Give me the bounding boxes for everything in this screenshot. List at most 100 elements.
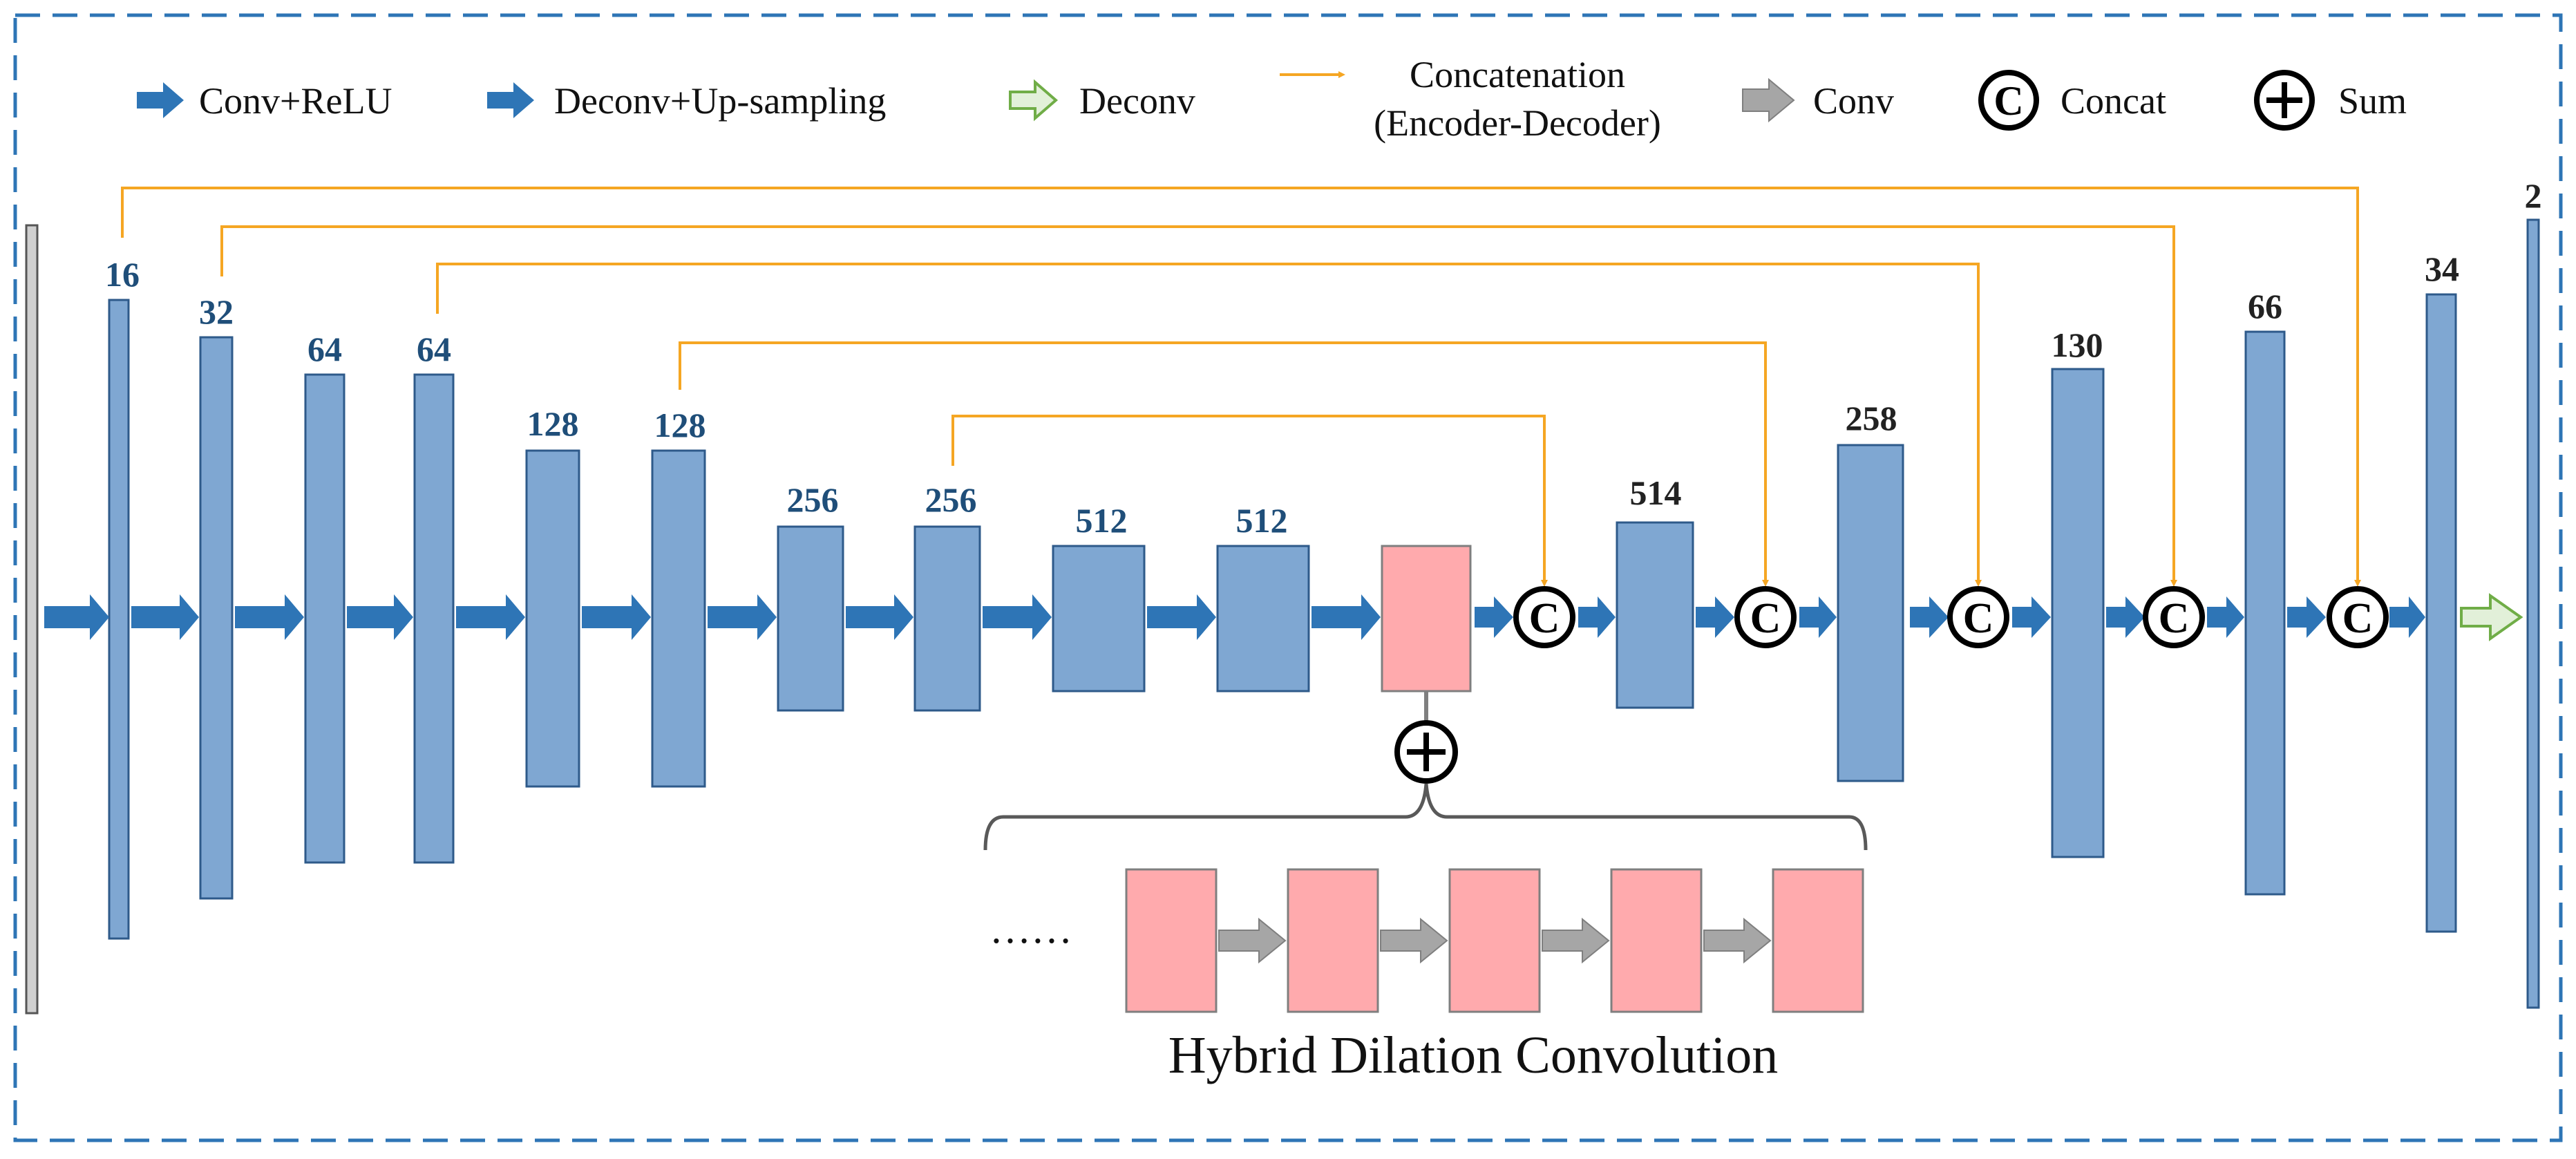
conv-relu-arrow-icon (1147, 594, 1216, 640)
bottleneck-block (1381, 545, 1472, 692)
concat-node-icon: C (1734, 586, 1797, 648)
encoder-block-128-b (651, 449, 706, 788)
deconv-upsampling-arrow-icon (1578, 596, 1616, 638)
deconv-upsampling-arrow-icon (1475, 596, 1513, 638)
legend-deconv-arrow-icon (1009, 79, 1059, 122)
hdc-conv-arrows (1218, 917, 1772, 964)
decoder-block-66 (2244, 330, 2286, 896)
concat-node-icon: C (1513, 586, 1575, 648)
layer-label-256-b: 256 (925, 480, 977, 519)
layer-label-256-a: 256 (787, 480, 839, 519)
encoder-block-512-b (1216, 545, 1310, 692)
legend-sum-icon (2254, 70, 2315, 131)
conv-gray-arrow-icon (1218, 917, 1287, 964)
deconv-upsampling-arrow-icon (2106, 596, 2145, 638)
layer-label-514: 514 (1630, 473, 1682, 512)
conv-relu-arrow-icon (131, 594, 199, 640)
deconv-upsampling-arrow-icon (1696, 596, 1734, 638)
encoder (108, 299, 1310, 940)
legend-conv-gray-arrow-icon (1742, 77, 1795, 123)
conv-gray-arrow-icon (1542, 917, 1610, 964)
skip-connection-64-130 (436, 263, 1982, 587)
encoder-block-64-b (413, 373, 455, 864)
legend-conv-label: Conv (1813, 80, 1894, 122)
conv-relu-arrow-icon (983, 594, 1052, 640)
legend: Conv+ReLU Deconv+Up-sampling Deconv Conc… (137, 54, 2407, 144)
legend-concatenation-label-line1: Concatenation (1410, 54, 1625, 95)
layer-label-128-a: 128 (527, 404, 579, 443)
skip-connection-16-34 (121, 187, 2361, 587)
encoder-block-256-a (777, 525, 844, 712)
concat-node-symbol: C (2342, 595, 2374, 642)
layer-label-34: 34 (2425, 249, 2459, 288)
decoder-block-130 (2051, 368, 2105, 858)
conv-relu-arrow-icon (582, 594, 651, 640)
hdc-title: Hybrid Dilation Convolution (1168, 1026, 1778, 1084)
encoder-block-256-b (913, 525, 981, 712)
conv-relu-arrow-icon (235, 594, 304, 640)
layer-label-64-b: 64 (417, 330, 451, 368)
deconv-upsampling-arrow-icon (2389, 596, 2425, 638)
legend-deconv-label: Deconv (1079, 80, 1195, 122)
legend-deconv-upsampling-label: Deconv+Up-sampling (554, 80, 886, 122)
deconv-upsampling-arrow-icon (1799, 596, 1837, 638)
skip-connection-32-66 (220, 225, 2177, 587)
legend-conv-relu-arrow-icon (137, 82, 184, 118)
skip-connection-128-258 (679, 341, 1769, 587)
concat-node-symbol: C (1963, 595, 1994, 642)
hdc-block-4 (1610, 868, 1703, 1013)
layer-label-32: 32 (199, 292, 234, 331)
conv-relu-arrow-icon (456, 594, 525, 640)
layer-label-128-b: 128 (654, 406, 706, 444)
encoder-block-64-a (304, 373, 345, 864)
hdc-block-1 (1125, 868, 1218, 1013)
layer-label-64-a: 64 (307, 330, 342, 368)
conv-relu-arrow-icon (44, 594, 109, 640)
legend-concatenation-label-line2: (Encoder-Decoder) (1374, 102, 1661, 144)
concat-node-icon: C (2327, 586, 2389, 648)
conv-relu-arrow-icon (708, 594, 777, 640)
hdc-curly-brace (983, 783, 1868, 851)
skip-connections (121, 187, 2361, 587)
deconv-upsampling-arrow-icon (2012, 596, 2051, 638)
conv-gray-arrow-icon (1380, 917, 1448, 964)
concat-node-icon: C (1947, 586, 2009, 648)
layer-labels: 16 32 64 64 128 128 256 256 512 512 514 … (105, 176, 2542, 540)
encoder-block-16 (108, 299, 130, 940)
layer-label-66: 66 (2248, 287, 2282, 326)
layer-label-258: 258 (1846, 399, 1897, 437)
conv-gray-arrow-icon (1703, 917, 1772, 964)
decoder-block-258 (1837, 444, 1904, 782)
decoder-block-514 (1616, 521, 1694, 709)
flow-arrows (44, 594, 2425, 640)
output-block-2 (2526, 218, 2540, 1009)
outer-frame (13, 13, 2563, 1142)
concat-node-symbol: C (1529, 595, 1560, 642)
conv-relu-arrow-icon (347, 594, 413, 640)
concat-node-symbol: C (2159, 595, 2190, 642)
concat-node-symbol: C (1750, 595, 1781, 642)
layer-label-130: 130 (2052, 326, 2103, 364)
hdc-ellipsis: …… (989, 906, 1072, 952)
hdc-block-5 (1772, 868, 1864, 1013)
legend-deconv-upsampling-arrow-icon (487, 82, 534, 118)
layer-label-512-b: 512 (1236, 501, 1288, 540)
encoder-block-32 (199, 336, 234, 900)
deconv-upsampling-arrow-icon (1910, 596, 1949, 638)
conv-relu-arrow-icon (846, 594, 913, 640)
decoder (1616, 218, 2540, 1009)
encoder-block-128-a (525, 449, 580, 788)
deconv-upsampling-arrow-icon (2207, 596, 2244, 638)
skip-connection-256-514 (951, 415, 1548, 587)
legend-concat-label: Concat (2061, 80, 2166, 122)
encoder-block-512-a (1052, 545, 1146, 692)
decoder-block-34 (2425, 293, 2457, 933)
deconv-output-arrow-icon (2460, 593, 2523, 641)
conv-relu-arrow-icon (1311, 594, 1381, 640)
hdc-block-3 (1448, 868, 1541, 1013)
sum-node-icon (1394, 720, 1458, 784)
concat-node-icon: C (2143, 586, 2205, 648)
hdc-block-2 (1287, 868, 1379, 1013)
